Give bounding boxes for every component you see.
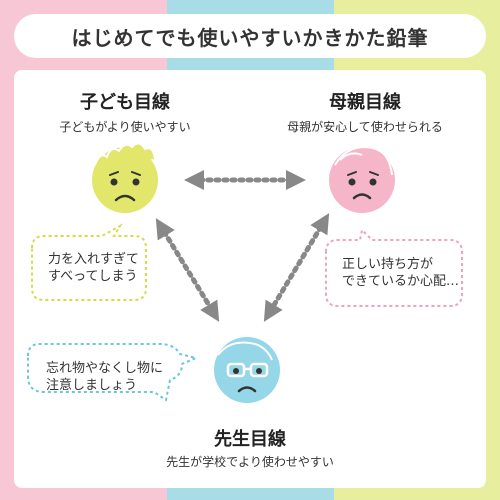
arrow-child-teacher	[155, 218, 220, 322]
teacher-bubble-text: 忘れ物やなくし物に 注意しましょう	[46, 360, 163, 394]
mother-bubble-line-2: できているか心配…	[342, 274, 460, 289]
worried-teacher-face-icon	[214, 337, 280, 403]
page-title: はじめてでも使いやすいかきかた鉛筆	[71, 25, 429, 50]
teacher-perspective-heading: 先生目線	[214, 429, 286, 450]
mother-bubble-line-1: 正しい持ち方が	[342, 257, 434, 272]
teacher-bubble-line-1: 忘れ物やなくし物に	[46, 361, 164, 376]
child-bubble-line-2: すべってしまう	[48, 269, 138, 284]
arrow-mother-teacher	[263, 213, 330, 322]
child-speech-bubble	[31, 223, 147, 301]
teacher-bubble-line-2: 注意しましょう	[46, 378, 138, 393]
title-banner: はじめてでも使いやすいかきかた鉛筆	[14, 14, 486, 58]
mother-perspective-heading: 母親目線	[329, 92, 401, 113]
mother-bubble-text: 正しい持ち方が できているか心配…	[342, 256, 459, 290]
worried-mother-face-icon	[329, 146, 395, 213]
child-perspective-subtext: 子どもがより使いやすい	[59, 120, 191, 134]
child-bubble-line-1: 力を入れすぎて	[48, 252, 140, 267]
mother-speech-bubble	[325, 227, 463, 307]
teacher-perspective-subtext: 先生が学校でより使わせやすい	[166, 455, 334, 469]
worried-child-face-icon	[92, 142, 158, 213]
child-perspective-heading: 子ども目線	[80, 92, 170, 113]
teacher-speech-bubble	[27, 343, 200, 402]
mother-perspective-subtext: 母親が安心して使わせられる	[287, 120, 443, 134]
child-bubble-text: 力を入れすぎて すべってしまう	[48, 251, 139, 285]
